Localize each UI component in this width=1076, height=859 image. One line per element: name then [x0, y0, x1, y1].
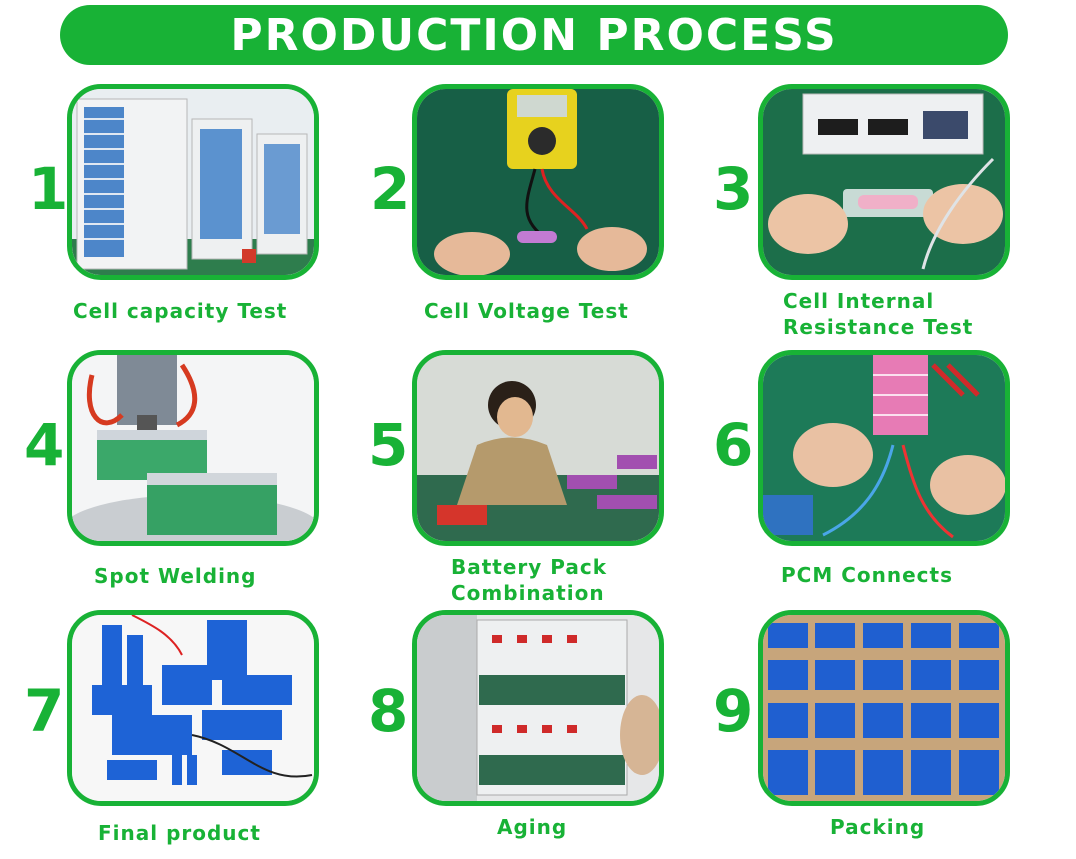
step-1-image: [67, 84, 319, 280]
packing-boxes-photo-icon: [763, 615, 1005, 801]
step-3-caption-line1: Cell Internal: [783, 289, 935, 313]
soldering-pcm-photo-icon: [763, 355, 1005, 541]
step-9-image: [758, 610, 1010, 806]
step-4-image: [67, 350, 319, 546]
step-3-number: 3: [713, 155, 754, 223]
step-8-number: 8: [368, 677, 409, 745]
step-8-caption: Aging: [497, 815, 568, 839]
page-title: PRODUCTION PROCESS: [230, 9, 838, 61]
step-7-caption: Final product: [98, 821, 261, 845]
multimeter-photo-icon: [417, 89, 659, 275]
step-7-image: [67, 610, 319, 806]
resistance-meter-photo-icon: [763, 89, 1005, 275]
step-2-image: [412, 84, 664, 280]
step-5-caption-line1: Battery Pack: [451, 555, 608, 579]
step-3-image: [758, 84, 1010, 280]
step-8-image: [412, 610, 664, 806]
worker-assembly-photo-icon: [417, 355, 659, 541]
header-banner: PRODUCTION PROCESS: [60, 5, 1008, 65]
step-5-number: 5: [368, 411, 409, 479]
step-2-caption: Cell Voltage Test: [424, 299, 629, 323]
aging-rack-photo-icon: [417, 615, 659, 801]
step-5-image: [412, 350, 664, 546]
step-1-number: 1: [28, 155, 69, 223]
step-6-caption: PCM Connects: [781, 563, 953, 587]
step-7-number: 7: [24, 677, 65, 745]
step-5-caption-line2: Combination: [451, 581, 605, 605]
step-9-caption: Packing: [830, 815, 926, 839]
battery-packs-photo-icon: [72, 615, 314, 801]
step-9-number: 9: [713, 677, 754, 745]
step-2-number: 2: [370, 155, 411, 223]
step-3-caption-line2: Resistance Test: [783, 315, 974, 339]
step-4-number: 4: [24, 411, 65, 479]
step-6-image: [758, 350, 1010, 546]
spot-welder-photo-icon: [72, 355, 314, 541]
step-1-caption: Cell capacity Test: [73, 299, 288, 323]
capacity-tester-photo-icon: [72, 89, 314, 275]
step-4-caption: Spot Welding: [94, 564, 257, 588]
step-6-number: 6: [713, 411, 754, 479]
